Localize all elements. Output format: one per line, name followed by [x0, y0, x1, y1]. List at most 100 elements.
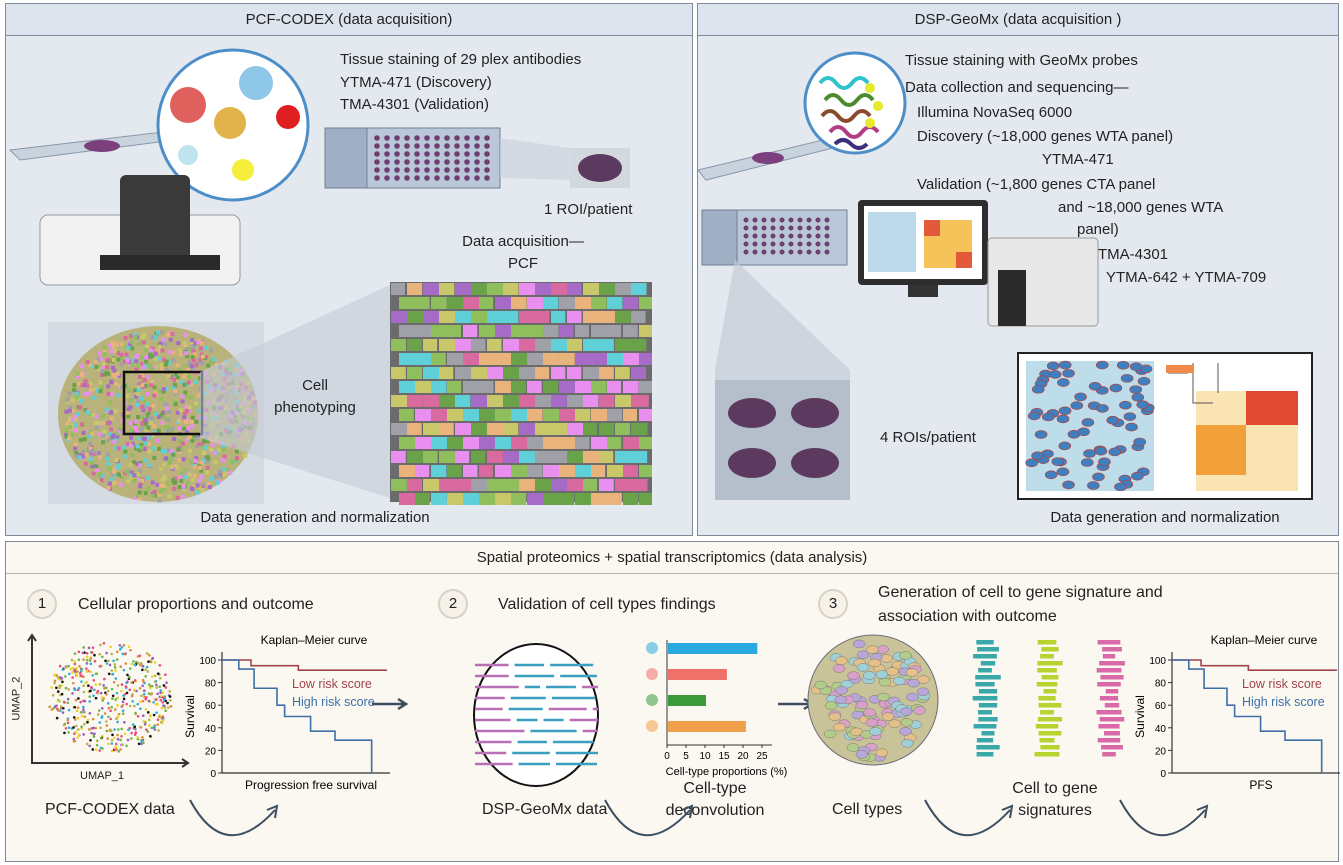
cell — [495, 325, 512, 337]
cell — [503, 423, 519, 435]
cell — [575, 353, 592, 365]
cell — [559, 493, 575, 505]
umap-point — [147, 683, 151, 686]
cell — [407, 479, 423, 491]
cell — [150, 379, 155, 384]
cell — [135, 391, 140, 396]
umap-point — [66, 701, 70, 705]
tma-core — [374, 159, 380, 165]
umap-point — [140, 742, 143, 746]
cell — [463, 325, 478, 337]
umap-point — [152, 700, 155, 704]
cell — [75, 374, 80, 379]
umap-point — [130, 737, 133, 740]
cell — [591, 381, 607, 393]
cell — [439, 451, 455, 463]
tma-core — [384, 151, 390, 157]
cell — [134, 446, 139, 451]
arrow-icon — [372, 697, 409, 711]
cell — [94, 364, 99, 369]
cell — [136, 385, 141, 390]
cell — [68, 406, 73, 411]
geomx-line-3: Illumina NovaSeq 6000 — [917, 104, 1073, 121]
cell — [102, 372, 107, 377]
umap-point — [110, 687, 114, 691]
cell — [391, 451, 406, 463]
tma-core — [779, 233, 785, 239]
cell — [193, 401, 198, 406]
cell — [575, 493, 592, 505]
tma-core — [824, 241, 830, 247]
cell — [161, 337, 166, 342]
cell — [487, 339, 502, 351]
cell — [463, 409, 480, 421]
cell — [108, 400, 113, 405]
cell — [423, 339, 438, 351]
umap-point — [130, 662, 134, 666]
cell — [97, 367, 102, 372]
signature-bar — [1040, 745, 1060, 750]
tma-core — [394, 143, 400, 149]
umap-point — [89, 662, 93, 666]
cell — [415, 325, 433, 337]
cell — [1123, 412, 1137, 421]
cell — [447, 465, 462, 477]
tma-core — [484, 135, 490, 141]
tma-core — [384, 167, 390, 173]
cell — [835, 686, 848, 695]
tma-core — [779, 225, 785, 231]
cell — [511, 493, 527, 505]
tma-core — [374, 151, 380, 157]
umap-point — [80, 680, 83, 683]
cell — [455, 423, 472, 435]
tma-core — [752, 241, 758, 247]
cell — [189, 395, 194, 400]
umap-point — [122, 652, 126, 656]
cell — [846, 743, 860, 752]
cell — [191, 345, 196, 350]
cell — [141, 365, 146, 370]
cell — [114, 342, 119, 347]
cell — [1083, 449, 1096, 458]
umap-point — [141, 684, 144, 688]
tma-core — [394, 175, 400, 181]
cell — [137, 496, 142, 501]
umap-point — [146, 711, 150, 714]
cell — [391, 311, 409, 323]
cell — [222, 472, 227, 477]
umap-point — [86, 720, 89, 724]
cell — [399, 409, 414, 421]
umap-point — [75, 709, 79, 713]
cell — [85, 391, 90, 396]
y-axis-label: Survival — [183, 695, 197, 738]
umap-point — [73, 688, 77, 692]
cell — [141, 424, 146, 429]
cell — [886, 667, 899, 676]
cell — [126, 414, 131, 419]
umap-point — [163, 706, 167, 709]
tma-core — [434, 143, 440, 149]
cell — [113, 409, 118, 414]
signature-caption-1: Cell to gene — [1012, 780, 1098, 797]
umap-point — [117, 712, 121, 716]
umap-point — [153, 725, 156, 729]
cell — [148, 420, 153, 425]
signature-bar — [976, 752, 994, 757]
cell — [1057, 378, 1070, 387]
cell — [138, 484, 143, 489]
umap-point — [131, 723, 135, 726]
cell — [206, 457, 211, 462]
umap-point — [140, 740, 143, 743]
cell — [567, 311, 582, 323]
x-axis-label: Progression free survival — [245, 778, 377, 792]
cell — [431, 381, 447, 393]
umap-point — [120, 683, 124, 686]
cell — [124, 470, 129, 475]
umap-point — [55, 716, 59, 720]
umap-point — [116, 684, 120, 687]
phenotyping-label-1: Cell — [302, 377, 328, 394]
cell — [190, 477, 195, 482]
umap-point — [88, 695, 92, 698]
cell — [591, 325, 608, 337]
cell — [110, 392, 115, 397]
